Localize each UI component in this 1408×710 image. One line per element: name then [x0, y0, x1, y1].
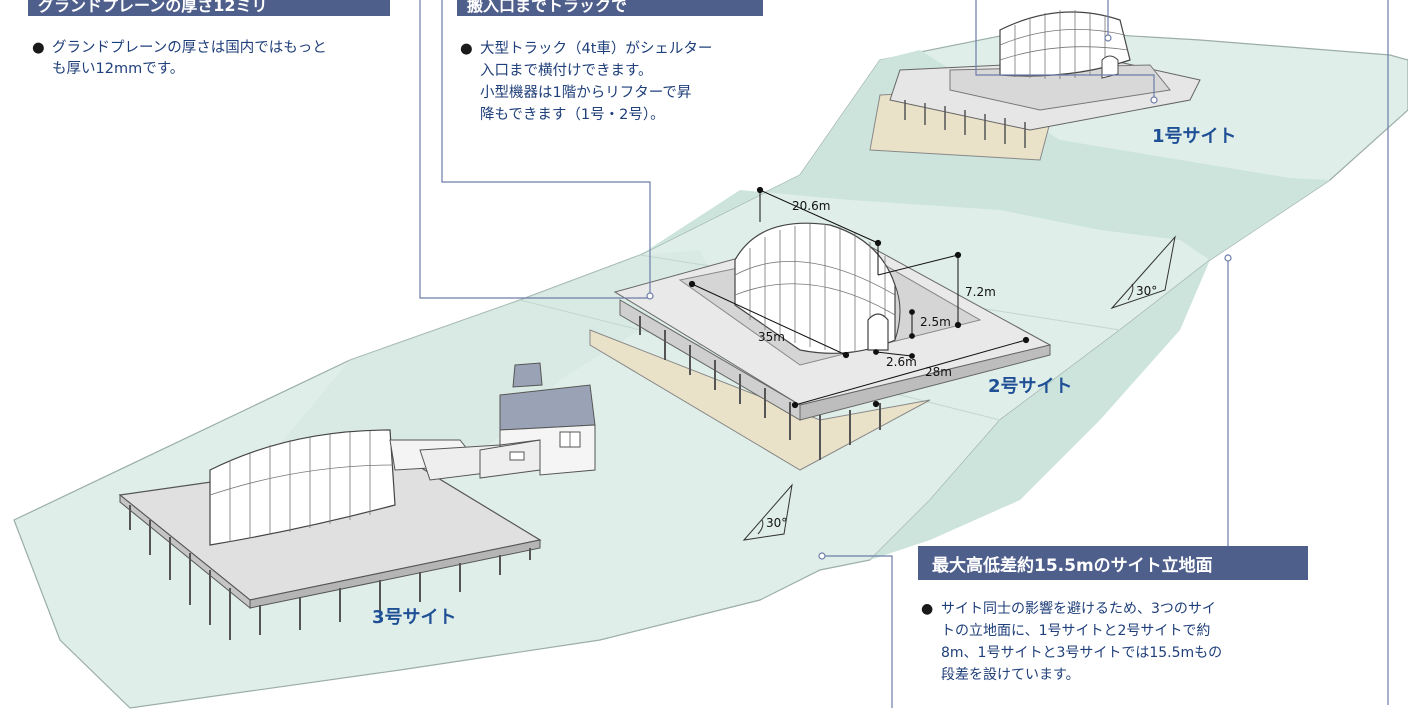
- elevation-line-4: 段差を設けています。: [941, 667, 1080, 683]
- dim-label-7-2m: 7.2m: [965, 285, 996, 299]
- dim-label-2-6m: 2.6m: [886, 355, 917, 369]
- dim-label-20-6m: 20.6m: [792, 199, 830, 213]
- elevation-callout-header: 最大高低差約15.5mのサイト立地面: [918, 546, 1308, 580]
- dim-label-28m: 28m: [925, 365, 952, 379]
- truck-line-3: 小型機器は1階からリフターで昇: [480, 85, 692, 101]
- groundplane-line-1: グランドプレーンの厚さは国内ではもっと: [52, 40, 327, 56]
- slope-angle-marker-upper: [1110, 235, 1176, 310]
- truck-line-1: 大型トラック（4t車）がシェルター: [480, 41, 713, 57]
- site-1-label: 1号サイト: [1152, 126, 1237, 147]
- elevation-line-3: 8m、1号サイトと3号サイトでは15.5mもの: [941, 645, 1223, 661]
- site-1-building: [869, 10, 1201, 161]
- groundplane-line-2: も厚い12mmです。: [52, 61, 185, 77]
- bullet-dot: ●: [32, 40, 45, 56]
- site-2-label: 2号サイト: [988, 376, 1073, 397]
- slope-band-middle: [870, 260, 1210, 560]
- site-2-building: [589, 222, 1052, 471]
- truck-line-2: 入口まで横付けできます。: [480, 63, 653, 79]
- leader-lines: [419, 0, 1389, 708]
- elevation-line-1: サイト同士の影響を避けるため、3つのサイ: [941, 601, 1216, 617]
- elevation-bullet: ● サイト同士の影響を避けるため、3つのサイ トの立地面に、1号サイトと2号サイ…: [921, 598, 1301, 686]
- bullet-dot: ●: [921, 601, 934, 617]
- groundplane-callout-header: グランドプレーンの厚さ12ミリ: [28, 0, 390, 16]
- groundplane-bullet: ● グランドプレーンの厚さは国内ではもっと も厚い12mmです。: [32, 38, 402, 80]
- angle-label-upper: 30°: [1136, 284, 1157, 298]
- slope-angle-marker-lower: [742, 483, 793, 541]
- truck-line-4: 降もできます（1号・2号）。: [480, 107, 665, 123]
- site-3-building: [118, 362, 596, 640]
- angle-label-lower: 30°: [766, 516, 787, 530]
- truck-callout-header: 搬入口までトラックで: [457, 0, 763, 16]
- elevation-line-2: トの立地面に、1号サイトと2号サイトで約: [941, 623, 1211, 639]
- leader-endpoints: [646, 34, 1232, 560]
- truck-bullet: ● 大型トラック（4t車）がシェルター 入口まで横付けできます。 小型機器は1階…: [460, 38, 770, 126]
- bullet-dot: ●: [460, 41, 473, 57]
- dim-label-35m: 35m: [758, 330, 785, 344]
- dimension-lines: [688, 186, 1030, 409]
- site-3-label: 3号サイト: [372, 607, 457, 628]
- dim-label-2-5m: 2.5m: [920, 315, 951, 329]
